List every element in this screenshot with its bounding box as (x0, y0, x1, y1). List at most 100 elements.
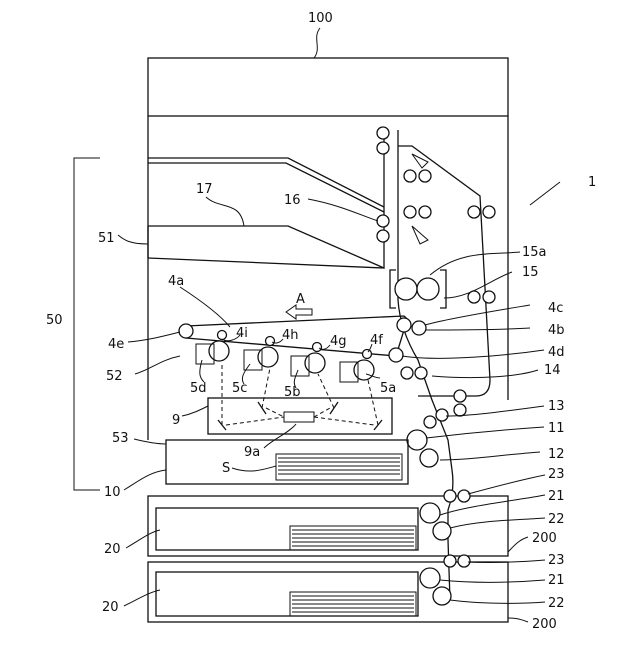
laser-scan-1 (226, 417, 284, 425)
label-51: 51 (98, 231, 115, 246)
registration-roller-14-1 (401, 367, 413, 379)
label-11: 11 (548, 421, 565, 436)
polygon-mirror-9a (284, 412, 314, 422)
scanner-unit (148, 58, 508, 116)
label-20-lower: 20 (102, 600, 119, 615)
photoconductor-4f (354, 360, 374, 380)
primary-transfer-roller-4f (363, 350, 372, 359)
label-21-lower: 21 (548, 573, 565, 588)
secondary-transfer-roller-4b (412, 321, 426, 335)
registration-roller-14-2 (415, 367, 427, 379)
label-4h: 4h (282, 328, 299, 343)
label-53: 53 (112, 431, 129, 446)
laser-beam-3 (318, 374, 334, 408)
label-4i: 4i (236, 326, 248, 341)
label-4a: 4a (168, 274, 184, 289)
conveyance-roller-13-1 (436, 409, 448, 421)
fixing-roller-heat (395, 278, 417, 300)
primary-transfer-roller-4i (218, 331, 227, 340)
discharge-roller-top-1 (377, 127, 389, 139)
discharge-tray-floor (148, 258, 384, 268)
exposure-unit (208, 398, 392, 434)
laser-beam-2 (262, 368, 270, 408)
pickup-roller-21-lower (420, 568, 440, 588)
label-4g: 4g (330, 334, 347, 349)
cassette-roller-23-upper-1 (444, 490, 456, 502)
duplex-roller-5 (468, 206, 480, 218)
discharge-roller-16-2 (377, 230, 389, 242)
pickup-roller-11 (407, 430, 427, 450)
fixing-roller-pressure (417, 278, 439, 300)
laser-scan-2 (266, 408, 284, 417)
duplex-roller-8 (483, 291, 495, 303)
discharge-tray (148, 128, 384, 268)
paper-stack-lower (290, 592, 416, 616)
label-S: S (222, 461, 230, 476)
label-23-upper: 23 (548, 467, 565, 482)
label-100: 100 (308, 11, 333, 26)
label-13: 13 (548, 399, 565, 414)
cassette-20-lower (156, 572, 418, 616)
discharge-roller-16-1 (377, 215, 389, 227)
primary-transfer-roller-4g (313, 343, 322, 352)
belt-roller-4e (179, 324, 193, 338)
label-22-lower: 22 (548, 596, 565, 611)
label-5d: 5d (190, 381, 207, 396)
paper-stack-S (276, 454, 402, 480)
pickup-roller-21-upper (420, 503, 440, 523)
label-23-lower: 23 (548, 553, 565, 568)
label-20-upper: 20 (104, 542, 121, 557)
label-200-upper: 200 (532, 531, 557, 546)
belt-roller-4d (389, 348, 403, 362)
label-21-upper: 21 (548, 489, 565, 504)
primary-transfer-roller-4h (266, 337, 275, 346)
switching-gate-lower (412, 226, 428, 244)
duplex-roller-1 (404, 170, 416, 182)
label-5a: 5a (380, 381, 396, 396)
label-4c: 4c (548, 301, 563, 316)
label-22-upper: 22 (548, 512, 565, 527)
feed-roller-12 (420, 449, 438, 467)
label-52: 52 (106, 369, 123, 384)
duplex-roller-2 (419, 170, 431, 182)
label-4e: 4e (108, 337, 124, 352)
label-14: 14 (544, 363, 561, 378)
conveyance-roller-2 (454, 404, 466, 416)
label-17: 17 (196, 182, 213, 197)
label-1: 1 (588, 175, 596, 190)
belt-direction-arrow (286, 305, 312, 319)
label-4d: 4d (548, 345, 565, 360)
cassette-roller-23-upper-2 (458, 490, 470, 502)
label-9a: 9a (244, 445, 260, 460)
label-15a: 15a (522, 245, 547, 260)
label-12: 12 (548, 447, 565, 462)
label-9: 9 (172, 413, 180, 428)
label-4b: 4b (548, 323, 565, 338)
discharge-roller-top-2 (377, 142, 389, 154)
feed-roller-22-lower (433, 587, 451, 605)
label-10: 10 (104, 485, 121, 500)
cassette-roller-23-lower-1 (444, 555, 456, 567)
laser-beam-4 (368, 380, 378, 425)
duplex-roller-6 (483, 206, 495, 218)
label-5b: 5b (284, 385, 301, 400)
label-4f: 4f (370, 333, 383, 348)
leader-100 (314, 28, 320, 58)
belt-roller-4c (397, 318, 411, 332)
upper-tray-bottom (148, 163, 384, 212)
label-200-lower: 200 (532, 617, 557, 632)
label-5c: 5c (232, 381, 247, 396)
label-50: 50 (46, 313, 63, 328)
duplex-roller-3 (404, 206, 416, 218)
label-A: A (296, 292, 305, 307)
bracket-50 (74, 158, 100, 490)
conveyance-roller-13-2 (424, 416, 436, 428)
label-16: 16 (284, 193, 301, 208)
feed-roller-22-upper (433, 522, 451, 540)
conveyance-roller-1 (454, 390, 466, 402)
label-15: 15 (522, 265, 539, 280)
paper-stack-upper (290, 526, 416, 550)
fixing-bracket-right (440, 270, 446, 308)
